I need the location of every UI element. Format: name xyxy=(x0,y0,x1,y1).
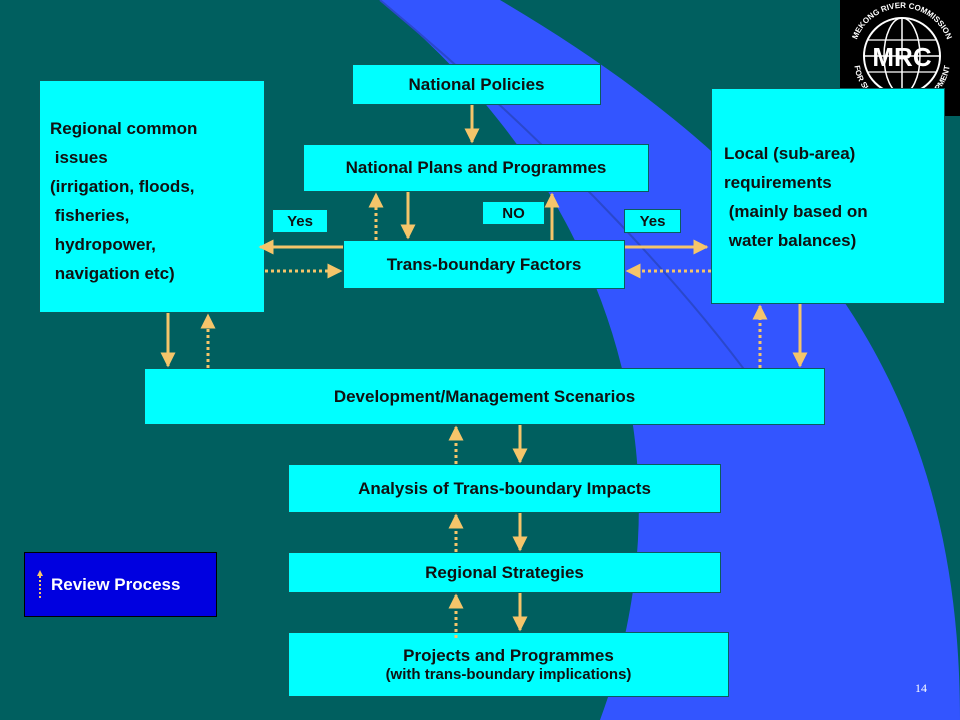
legend-review-process: Review Process xyxy=(24,552,217,617)
scenarios-label: Development/Management Scenarios xyxy=(333,386,636,406)
no-tag: NO xyxy=(482,201,545,225)
regional-common-issues-box: Regional common issues (irrigation, floo… xyxy=(39,80,265,313)
local-line: water balances) xyxy=(724,231,857,250)
regional-line: issues xyxy=(50,148,108,167)
local-line: Local (sub-area) xyxy=(724,144,856,163)
projects-box: Projects and Programmes (with trans-boun… xyxy=(288,632,729,697)
analysis-label: Analysis of Trans-boundary Impacts xyxy=(358,478,651,498)
scenarios-box: Development/Management Scenarios xyxy=(144,368,825,425)
national-plans-label: National Plans and Programmes xyxy=(345,158,607,177)
regional-line: (irrigation, floods, xyxy=(50,177,195,196)
regional-line: hydropower, xyxy=(50,235,156,254)
regional-line: navigation etc) xyxy=(50,264,175,283)
local-line: (mainly based on xyxy=(724,202,868,221)
page-number: 14 xyxy=(915,681,927,695)
logo-center-text: MRC xyxy=(872,42,931,72)
projects-subtitle: (with trans-boundary implications) xyxy=(385,666,632,683)
national-policies-label: National Policies xyxy=(408,74,545,94)
local-requirements-box: Local (sub-area) requirements (mainly ba… xyxy=(711,88,945,304)
yes-left-tag: Yes xyxy=(272,209,328,233)
yes-right-tag: Yes xyxy=(624,209,681,233)
regional-line: fisheries, xyxy=(50,206,130,225)
transboundary-factors-box: Trans-boundary Factors xyxy=(343,240,625,289)
projects-title: Projects and Programmes xyxy=(403,646,614,665)
dotted-arrow-icon xyxy=(37,569,43,600)
local-line: requirements xyxy=(724,173,832,192)
legend-label: Review Process xyxy=(51,574,181,594)
national-policies-box: National Policies xyxy=(352,64,601,105)
national-plans-box: National Plans and Programmes xyxy=(303,144,649,192)
regional-strategies-label: Regional Strategies xyxy=(425,562,584,582)
transboundary-factors-label: Trans-boundary Factors xyxy=(386,254,582,274)
regional-strategies-box: Regional Strategies xyxy=(288,552,721,593)
analysis-box: Analysis of Trans-boundary Impacts xyxy=(288,464,721,513)
regional-line: Regional common xyxy=(50,119,198,138)
